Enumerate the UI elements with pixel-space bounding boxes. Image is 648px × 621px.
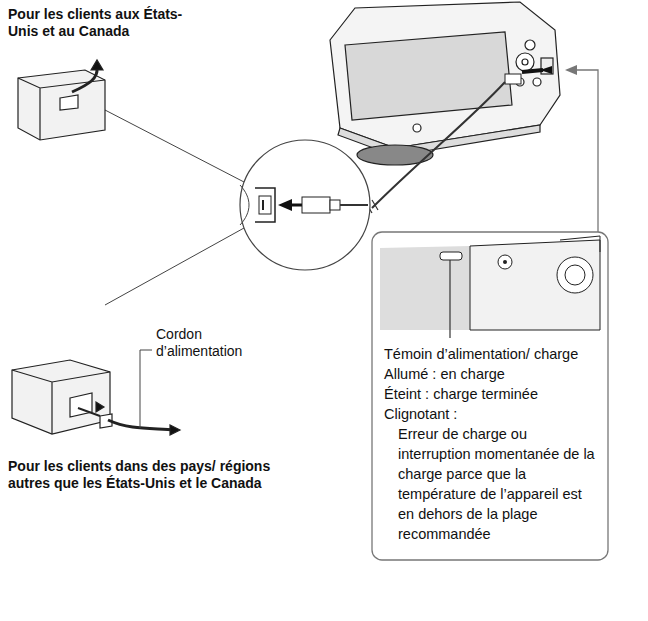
region-heading: Pour les clients dans des pays/ régions …	[8, 458, 308, 492]
callout-text: Éteint : charge terminée	[384, 384, 598, 404]
callout-frame	[372, 232, 608, 560]
region-heading: Pour les clients aux États-Unis et au Ca…	[8, 6, 193, 40]
callout-text: Allumé : en charge	[384, 364, 598, 384]
adapter	[12, 360, 180, 435]
callout-text: Clignotant :	[384, 404, 598, 424]
us-adapter	[18, 60, 105, 140]
callout-text: Témoin d’alimentation/ charge	[384, 344, 598, 364]
callout-text: Erreur de charge ou interruption momenta…	[384, 424, 598, 544]
part-name: Cordon d’alimentation	[156, 326, 266, 360]
zoom-detail	[376, 236, 600, 330]
callout-box: Témoin d’alimentation/ chargeAllumé : en…	[378, 340, 604, 548]
